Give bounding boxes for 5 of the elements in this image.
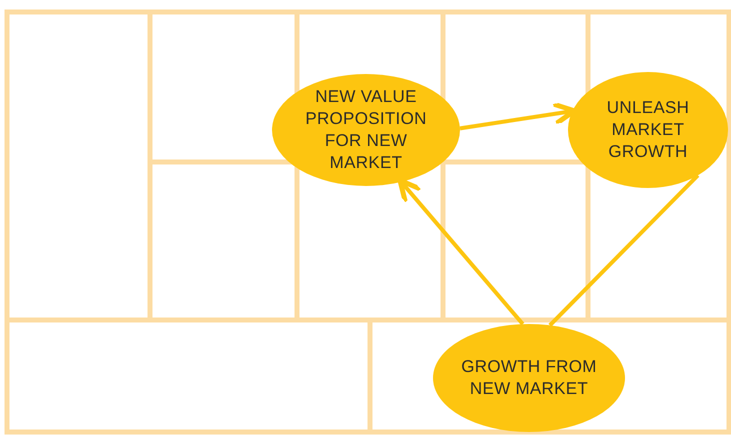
node-label: NEW VALUE PROPOSITION FOR NEW MARKET (304, 86, 428, 174)
node-label: UNLEASH MARKET GROWTH (606, 97, 690, 163)
arrow (398, 178, 524, 326)
node-label: GROWTH FROM NEW MARKET (460, 356, 598, 400)
connector-line (548, 174, 700, 327)
